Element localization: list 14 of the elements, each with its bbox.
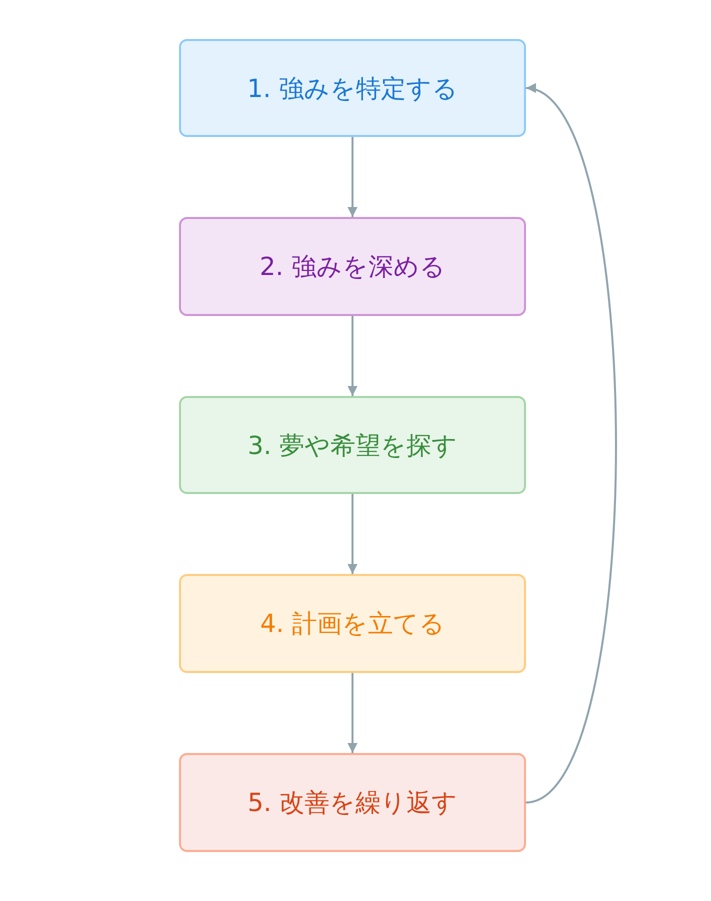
step-label: 3. 夢や希望を探す: [248, 430, 458, 462]
step-box: [179, 574, 526, 673]
step-label: 5. 改善を繰り返す: [248, 787, 458, 819]
arrow: [348, 316, 358, 396]
step-box: [179, 753, 526, 852]
step-label: 1. 強みを特定する: [247, 72, 458, 104]
step-label: 4. 計画を立てる: [260, 608, 445, 640]
arrow: [348, 494, 358, 574]
arrow: [348, 673, 358, 753]
step-box: [179, 217, 526, 316]
arrow: [348, 137, 358, 217]
step-box: [179, 39, 526, 137]
step-box: [179, 396, 526, 494]
step-label: 2. 強みを深める: [260, 251, 446, 283]
